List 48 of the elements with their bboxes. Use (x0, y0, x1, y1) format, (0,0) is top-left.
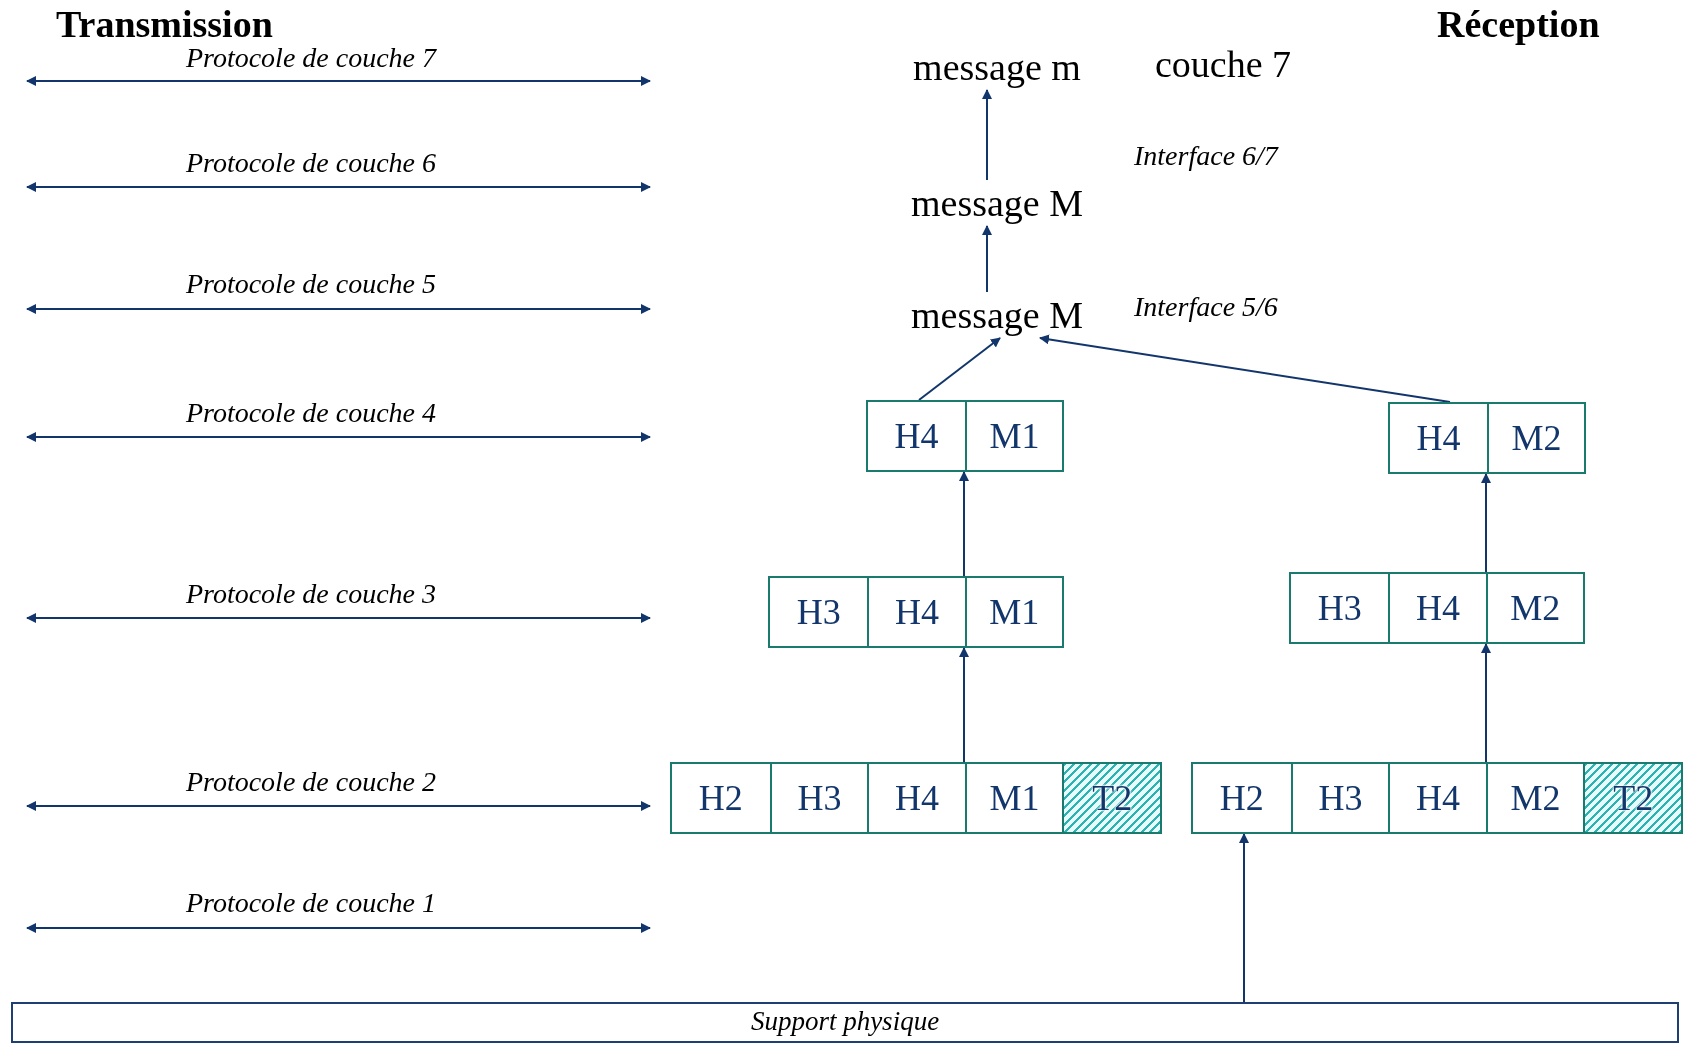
packet-frame (866, 400, 1064, 472)
layer-label: couche 7 (1155, 44, 1292, 86)
packet-frame (1191, 762, 1683, 834)
protocol-label: Protocole de couche 2 (185, 767, 437, 798)
packet-frame (1388, 402, 1586, 474)
protocol-label: Protocole de couche 4 (185, 398, 437, 429)
packet-field: H4 (1388, 574, 1486, 642)
arrow (982, 89, 992, 181)
arrow (1039, 334, 1451, 403)
packet-field: H4 (867, 764, 965, 832)
packet-field: M1 (964, 578, 1062, 646)
protocol-label: Protocole de couche 1 (185, 888, 437, 919)
protocol-label: Protocole de couche 3 (185, 579, 437, 610)
arrow (1239, 833, 1249, 1003)
layer-label: Interface 6/7 (1134, 141, 1278, 172)
packet-frame (1289, 572, 1585, 644)
packet-field: M2 (1485, 574, 1583, 642)
packet-field: H4 (1388, 764, 1486, 832)
arrow (982, 225, 992, 293)
arrow (918, 337, 1001, 401)
message-text: message M (897, 292, 1097, 338)
packet-frame (670, 762, 1162, 834)
packet-field: H3 (770, 578, 868, 646)
packet-frame (768, 576, 1064, 648)
protocol-label: Protocole de couche 7 (185, 43, 437, 74)
message-text: message m (897, 44, 1097, 90)
packet-field: M2 (1487, 404, 1584, 472)
arrow (959, 471, 969, 577)
packet-field: H3 (769, 764, 868, 832)
packet-field: H4 (867, 578, 965, 646)
heading: Transmission (56, 4, 273, 46)
packet-field: M1 (965, 402, 1062, 470)
packet-field: H4 (868, 402, 965, 470)
protocol-label: Protocole de couche 5 (185, 269, 437, 300)
packet-field: H4 (1390, 404, 1487, 472)
medium-label: Support physique (750, 1008, 940, 1038)
packet-field: H3 (1290, 764, 1389, 832)
layer-label: Interface 5/6 (1134, 292, 1278, 323)
packet-field: H2 (1193, 764, 1291, 832)
arrow (1481, 473, 1491, 573)
protocol-label: Protocole de couche 6 (185, 148, 437, 179)
medium-box (11, 1002, 1679, 1043)
message-text: message M (897, 180, 1097, 226)
arrow (959, 647, 969, 763)
packet-field: H3 (1291, 574, 1389, 642)
heading: Réception (1437, 4, 1600, 46)
arrow (1481, 643, 1491, 763)
packet-field: H2 (672, 764, 770, 832)
